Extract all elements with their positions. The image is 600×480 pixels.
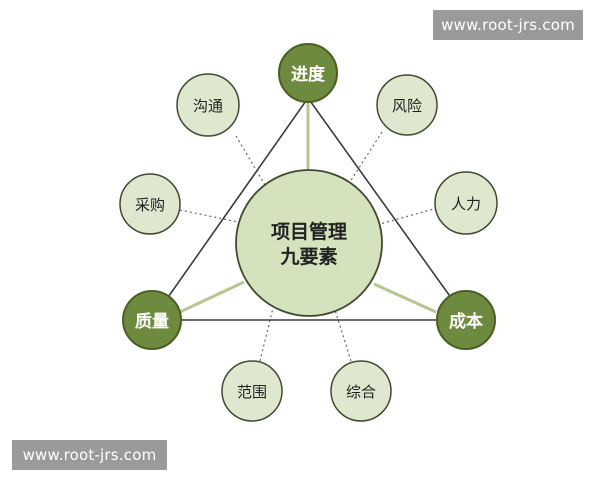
secondary-label-integration: 综合: [346, 383, 376, 401]
secondary-label-hr: 人力: [451, 195, 481, 213]
connector-risk: [347, 131, 383, 186]
secondary-node-hr: 人力: [434, 171, 498, 235]
secondary-node-procurement: 采购: [119, 173, 181, 235]
spokes: [179, 98, 437, 314]
primary-label-top: 进度: [291, 64, 326, 85]
center-node: 项目管理 九要素: [235, 169, 383, 317]
secondary-node-communication: 沟通: [176, 73, 240, 137]
primary-label-left: 质量: [135, 311, 169, 332]
secondary-label-communication: 沟通: [193, 97, 223, 115]
watermark-top: www.root-jrs.com: [433, 10, 583, 40]
watermark-bottom: www.root-jrs.com: [12, 440, 167, 470]
secondary-label-scope: 范围: [237, 383, 267, 401]
primary-node-left: 质量: [122, 290, 182, 350]
primary-node-right: 成本: [436, 290, 496, 350]
connector-scope: [259, 307, 274, 362]
secondary-label-procurement: 采购: [135, 196, 165, 214]
secondary-node-integration: 综合: [330, 360, 392, 422]
connector-integration: [334, 309, 352, 362]
spoke-right: [373, 282, 437, 314]
connector-procurement: [179, 209, 239, 223]
dotted-connectors: [179, 131, 438, 362]
center-label-line1: 项目管理: [271, 220, 347, 243]
secondary-label-risk: 风险: [392, 97, 422, 115]
triangle: [150, 96, 469, 321]
spoke-left: [179, 280, 245, 314]
secondary-node-scope: 范围: [221, 360, 283, 422]
secondary-node-risk: 风险: [376, 74, 438, 136]
connector-communication: [235, 135, 266, 186]
primary-label-right: 成本: [449, 311, 483, 332]
primary-node-top: 进度: [278, 43, 338, 103]
center-label-line2: 九要素: [279, 245, 337, 268]
